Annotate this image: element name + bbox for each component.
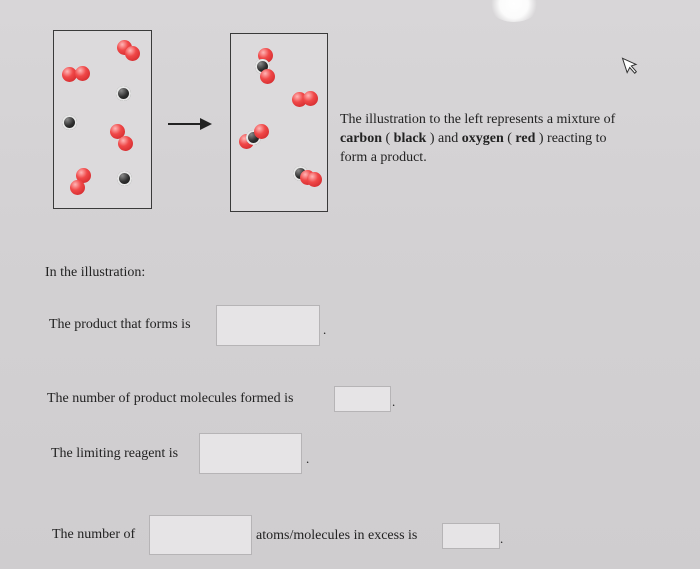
black-label: black [393, 131, 427, 146]
limiting-reagent-input[interactable] [199, 433, 302, 474]
oxygen-atom [110, 124, 125, 139]
excess-prefix-label: The number of [52, 527, 136, 542]
oxygen-atom [62, 67, 77, 82]
carbon-atom [117, 171, 132, 186]
reaction-arrow-icon [168, 118, 212, 130]
carbon-atom [116, 86, 131, 101]
count-label: The number of product molecules formed i… [47, 391, 294, 406]
and-text: ) and [426, 131, 462, 146]
description-line-3: form a product. [340, 150, 427, 165]
period-mark: . [306, 451, 310, 466]
oxygen-atom [254, 124, 269, 139]
oxygen-atom [75, 66, 90, 81]
oxygen-atom [118, 136, 133, 151]
intro-text: In the illustration: [45, 265, 146, 280]
paren-open: ( [382, 131, 394, 146]
excess-count-input[interactable] [442, 523, 500, 549]
oxygen-atom [76, 168, 91, 183]
oxygen-atom [260, 69, 275, 84]
period-mark: . [323, 322, 327, 337]
illustration-description: The illustration to the left represents … [340, 110, 670, 167]
excess-middle-label: atoms/molecules in excess is [256, 528, 418, 543]
carbon-atom [62, 115, 77, 130]
period-mark: . [500, 531, 504, 546]
oxygen-atom [303, 91, 318, 106]
reacting-text: ) reacting to [535, 131, 607, 146]
product-label: The product that forms is [49, 317, 191, 332]
carbon-label: carbon [340, 131, 382, 146]
oxygen-atom [70, 180, 85, 195]
limiting-label: The limiting reagent is [51, 446, 179, 461]
light-glare [488, 0, 540, 22]
period-mark: . [392, 394, 396, 409]
red-label: red [515, 131, 536, 146]
paren-open: ( [503, 131, 516, 146]
product-input[interactable] [216, 305, 320, 346]
product-count-input[interactable] [334, 386, 391, 412]
oxygen-atom [307, 172, 322, 187]
oxygen-label: oxygen [461, 131, 504, 146]
mouse-cursor-icon [621, 57, 638, 74]
description-line-1: The illustration to the left represents … [340, 112, 616, 127]
oxygen-atom [125, 46, 140, 61]
excess-substance-input[interactable] [149, 515, 252, 555]
